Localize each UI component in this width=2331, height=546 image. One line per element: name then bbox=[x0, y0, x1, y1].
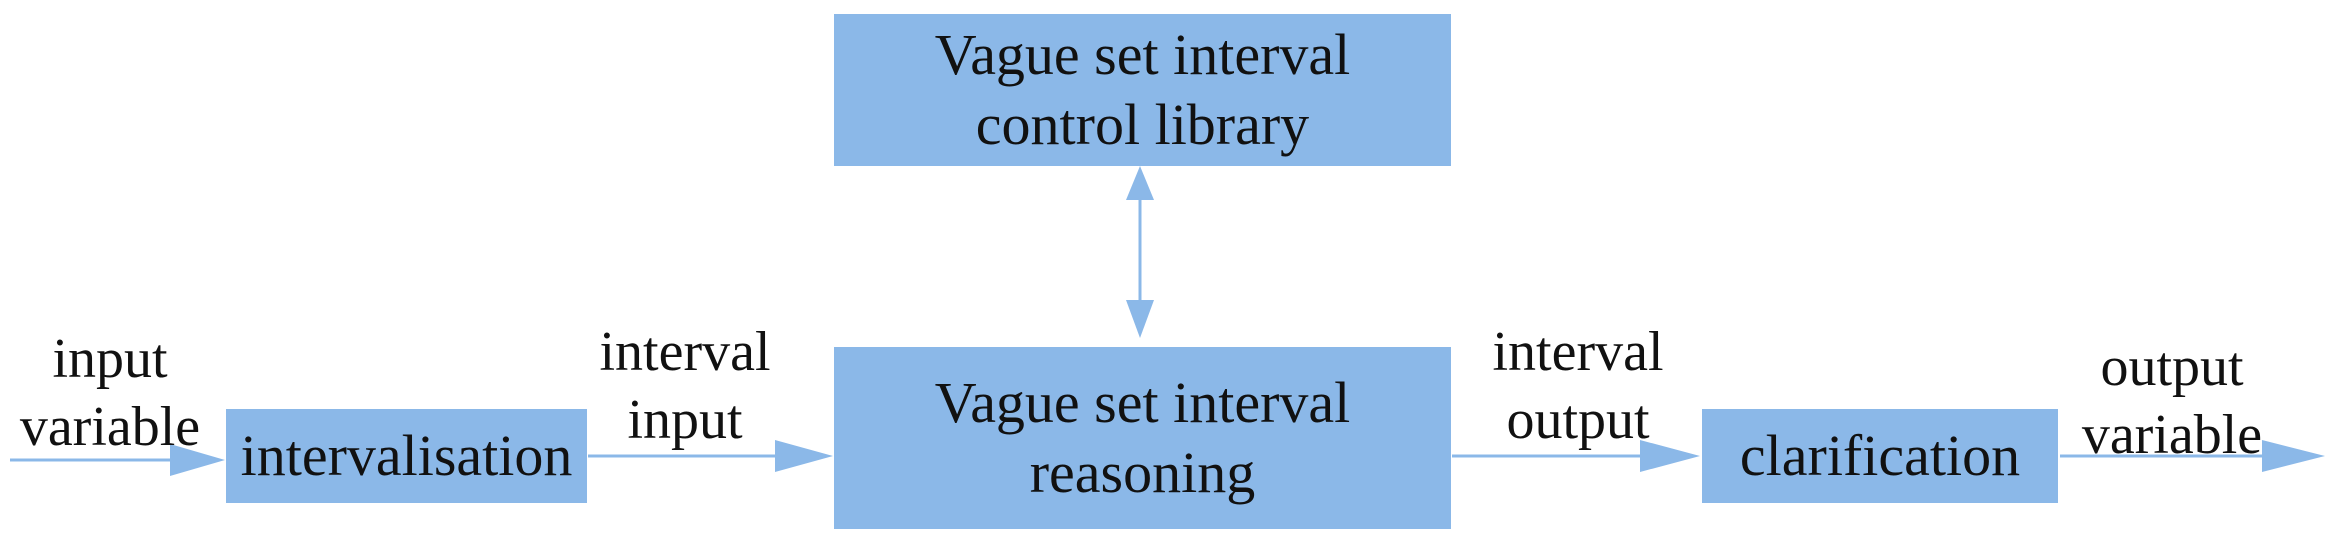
interval-output-label: interval output bbox=[1468, 318, 1688, 454]
interval-input-label: interval input bbox=[575, 318, 795, 454]
control-library-line1: Vague set interval bbox=[934, 22, 1351, 87]
interval-output-line1: interval bbox=[1492, 321, 1664, 383]
output-variable-line1: output bbox=[2100, 336, 2244, 398]
intervalisation-box: intervalisation bbox=[226, 409, 587, 503]
input-variable-line1: input bbox=[52, 328, 168, 390]
clarification-label: clarification bbox=[1739, 423, 2021, 488]
reasoning-box: Vague set interval reasoning bbox=[834, 347, 1451, 529]
output-variable-line2: variable bbox=[2081, 404, 2263, 466]
control-library-line2: control library bbox=[975, 92, 1310, 157]
interval-input-arrow-head bbox=[775, 440, 833, 472]
interval-input-line2: input bbox=[627, 389, 743, 451]
clarification-box: clarification bbox=[1702, 409, 2058, 503]
output-variable-label: output variable bbox=[2052, 333, 2292, 469]
reasoning-line2: reasoning bbox=[1029, 440, 1256, 505]
intervalisation-label: intervalisation bbox=[240, 423, 573, 488]
input-arrow-head bbox=[170, 444, 225, 476]
output-arrow-head bbox=[2262, 440, 2325, 472]
library-link-head-down bbox=[1126, 300, 1154, 338]
interval-output-line2: output bbox=[1506, 389, 1650, 451]
control-library-box: Vague set interval control library bbox=[834, 14, 1451, 166]
interval-output-arrow-head bbox=[1640, 440, 1700, 472]
library-link-head-up bbox=[1126, 166, 1154, 200]
interval-input-line1: interval bbox=[599, 321, 771, 383]
input-variable-label: input variable bbox=[0, 325, 220, 461]
reasoning-line1: Vague set interval bbox=[934, 370, 1351, 435]
input-variable-line2: variable bbox=[19, 396, 201, 458]
